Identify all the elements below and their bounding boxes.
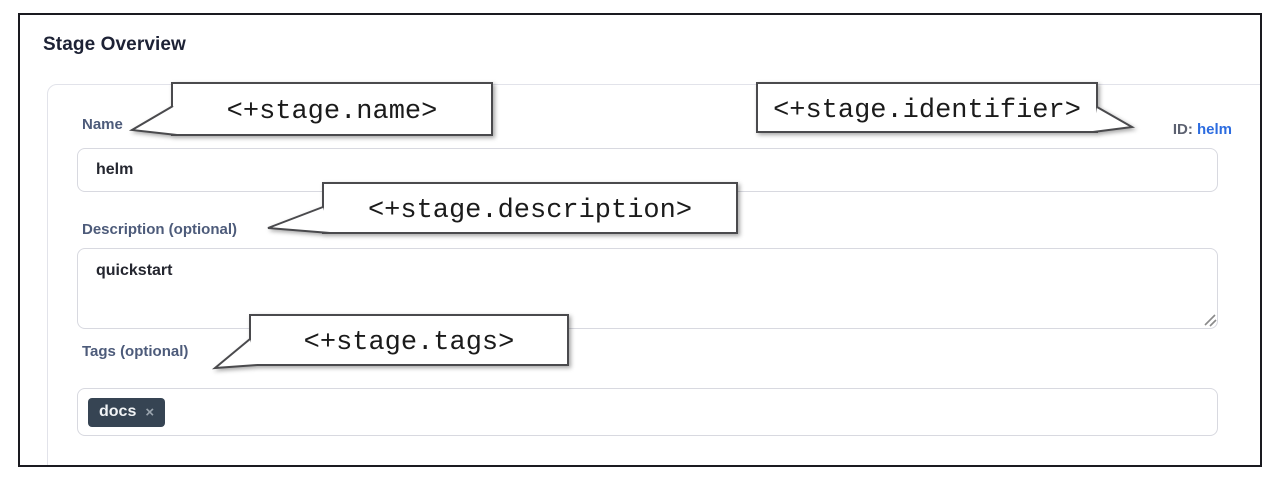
textarea-resize-handle[interactable]	[1202, 312, 1217, 327]
tags-input[interactable]: docs ×	[77, 388, 1218, 436]
tag-chip: docs ×	[88, 397, 166, 427]
screenshot-frame: Stage Overview Name ID: helm Description…	[18, 13, 1262, 467]
stage-id: ID: helm	[1173, 121, 1232, 138]
page-title: Stage Overview	[43, 34, 186, 55]
id-label: ID:	[1172, 121, 1193, 138]
tags-label: Tags (optional)	[82, 343, 189, 360]
description-textarea[interactable]: quickstart	[77, 248, 1218, 329]
name-input[interactable]	[77, 148, 1218, 192]
name-label: Name	[82, 116, 123, 133]
description-label: Description (optional)	[82, 221, 237, 238]
remove-tag-icon[interactable]: ×	[145, 403, 155, 421]
stage-id-value[interactable]: helm	[1196, 121, 1232, 138]
tag-chip-label: docs	[99, 403, 137, 420]
